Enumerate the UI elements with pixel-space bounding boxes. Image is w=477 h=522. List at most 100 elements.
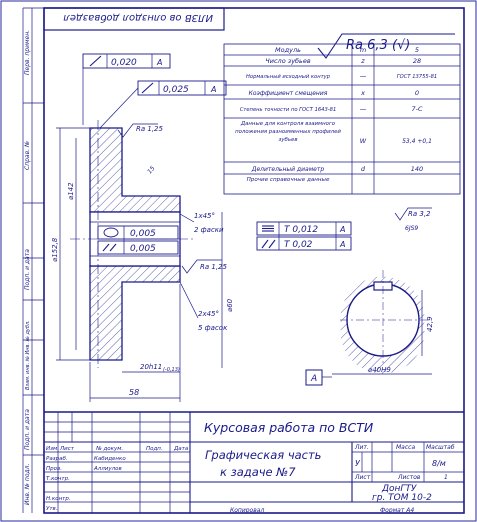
tol-top2-base: A — [210, 85, 216, 94]
tb-role-4: Н.контр. — [46, 496, 71, 502]
tb-org1: ДонГТУ — [381, 484, 417, 494]
tolerance-mid: 0,005 0,005 — [97, 225, 179, 255]
tb-name-0: Кабиденко — [94, 456, 126, 462]
param-sym-6: d — [361, 165, 366, 173]
tb-part2: к задаче №7 — [220, 465, 296, 479]
dim-d-left2: ⌀142 — [67, 182, 75, 200]
side-label-1: Справ. № — [24, 141, 31, 170]
param-name-4: Степень точности по ГОСТ 1643-81 — [240, 107, 337, 113]
param-val-0: 5 — [415, 46, 419, 54]
tb-scale-label: Масштаб — [426, 444, 455, 451]
tb-name-1: Аллиулов — [93, 466, 122, 472]
side-label-0: Перв. примен. — [24, 30, 31, 75]
dim-h8sub: (-0,13) — [163, 367, 180, 373]
param-sym-3: x — [360, 89, 365, 97]
roughness-main: Ra 6,3 (√) — [317, 33, 455, 59]
tol-right1-base: A — [339, 225, 345, 234]
tb-scale-val: 8/м — [432, 459, 446, 468]
tb-part1: Графическая часть — [205, 448, 321, 462]
tb-sheets-label: Листов — [397, 474, 421, 481]
dim-d60: ⌀60 — [226, 298, 234, 312]
tb-h-2: № докум. — [95, 446, 123, 452]
tolerance-top-2: 0,025 A — [82, 68, 227, 129]
tb-h-4: Дата — [173, 446, 189, 452]
param-sym-1: z — [360, 57, 365, 65]
dim-15: 15 — [146, 165, 156, 175]
param-name-7: Прочие справочные данные — [246, 177, 330, 183]
tb-role-5: Утв. — [46, 506, 58, 512]
param-name-1: Число зубьев — [265, 57, 311, 65]
dim-42-9: 42,9 — [426, 316, 434, 332]
param-name-6: Делительный диаметр — [251, 166, 325, 173]
param-name-7-wrap: Прочие справочные данные — [246, 177, 330, 183]
dim-chamfer2b: 5 фасок — [198, 324, 228, 332]
dim-6js9: 6JS9 — [405, 225, 418, 232]
tol-top1-val: 0,020 — [111, 58, 137, 68]
tol-top1-base: A — [156, 58, 162, 67]
param-sym-2: — — [360, 72, 367, 80]
side-label-4: Подп. и дата — [24, 409, 31, 450]
tb-lit-label: Лит. — [354, 444, 369, 451]
param-val-5: 53,4 +0,1 — [402, 138, 432, 145]
dim-d-left: ⌀152,8 — [51, 237, 59, 262]
tolerance-right: T 0,012 A T 0,02 A — [256, 221, 352, 251]
dim-h8: 20h11 — [140, 363, 162, 371]
param-sym-0: m — [360, 46, 366, 54]
tb-role-0: Разраб. — [46, 456, 68, 462]
tb-lit-val: У — [355, 459, 361, 468]
param-val-2: ГОСТ 13755-81 — [397, 74, 437, 80]
top-designation: ИЛЗВ ов олнздол добваздел — [63, 12, 213, 24]
tb-course: Курсовая работа по ВСТИ — [204, 420, 374, 435]
dim-chamfer1b: 2 фаски — [194, 226, 224, 234]
param-name-2: Нормальный исходный контур — [246, 74, 331, 80]
tol-mid2-val: 0,005 — [130, 244, 156, 254]
tb-sheets-val: 1 — [444, 474, 448, 481]
side-label-2: Подп. и дата — [24, 249, 31, 290]
tb-org2: гр. ТОМ 10-2 — [372, 493, 432, 503]
roughness-main-text: Ra 6,3 (√) — [346, 38, 410, 53]
tb-role-2: Т.контр. — [46, 476, 70, 482]
dim-58: 58 — [129, 388, 139, 397]
tol-mid1-val: 0,005 — [130, 229, 156, 239]
roughness-marks: Ra 1,25 Ra 1,25 Ra 3,2 — [117, 123, 432, 274]
tol-right1-val: T 0,012 — [284, 225, 318, 235]
top-designation-box: ИЛЗВ ов олнздол добваздел — [43, 7, 225, 31]
tb-sheet-label: Лист — [354, 474, 371, 481]
tol-top2-val: 0,025 — [163, 85, 189, 95]
section-a-label: A — [310, 374, 317, 384]
param-name-5-wrap: Данные для контроля взаимного положения … — [235, 121, 341, 143]
title-block: Курсовая работа по ВСТИ Графическая част… — [44, 411, 464, 514]
bore-section-view: 42,9 ⌀40H9 6JS9 A — [305, 225, 434, 386]
param-sym-5: W — [360, 137, 367, 145]
side-label-3: Взам. инв. № Инв. № дубл. — [25, 320, 31, 390]
side-stamp: Перв. примен. Справ. № Подп. и дата Взам… — [22, 7, 44, 513]
params-table: Модуль m 5 Число зубьев z 28 Нормальный … — [223, 43, 461, 195]
rough-mid: Ra 1,25 — [200, 263, 228, 271]
param-name-0: Модуль — [275, 46, 301, 54]
tol-right2-base: A — [339, 240, 345, 249]
tb-format: Формат А4 — [380, 507, 414, 514]
dimensions: ⌀152,8 ⌀142 15 1х45° 2 фаски 2х45° 5 фас… — [51, 127, 234, 402]
side-label-5: Инв. № подл. — [24, 464, 31, 505]
param-name-5: Данные для контроля взаимного положения … — [235, 121, 341, 143]
dim-d40: ⌀40H9 — [368, 366, 391, 374]
param-val-3: 0 — [415, 89, 419, 97]
dim-chamfer2: 2х45° — [198, 310, 219, 318]
rough-left: Ra 1,25 — [136, 125, 164, 133]
tolerance-top-1: 0,020 A — [82, 53, 171, 69]
tb-mass-label: Масса — [396, 444, 415, 451]
tb-h-3: Подп. — [146, 446, 163, 452]
tb-copy: Копировал — [230, 507, 264, 514]
rough-right: Ra 3,2 — [408, 210, 431, 218]
inner-frame — [43, 7, 465, 514]
param-val-6: 140 — [411, 165, 423, 173]
tb-h-0: Изм. — [46, 446, 59, 452]
dim-chamfer1: 1х45° — [194, 212, 215, 220]
param-val-1: 28 — [413, 57, 421, 65]
param-sym-4: — — [360, 105, 367, 113]
param-val-4: 7-C — [411, 105, 422, 113]
tb-role-1: Пров. — [46, 466, 62, 472]
tb-h-1: Лист — [59, 446, 75, 452]
